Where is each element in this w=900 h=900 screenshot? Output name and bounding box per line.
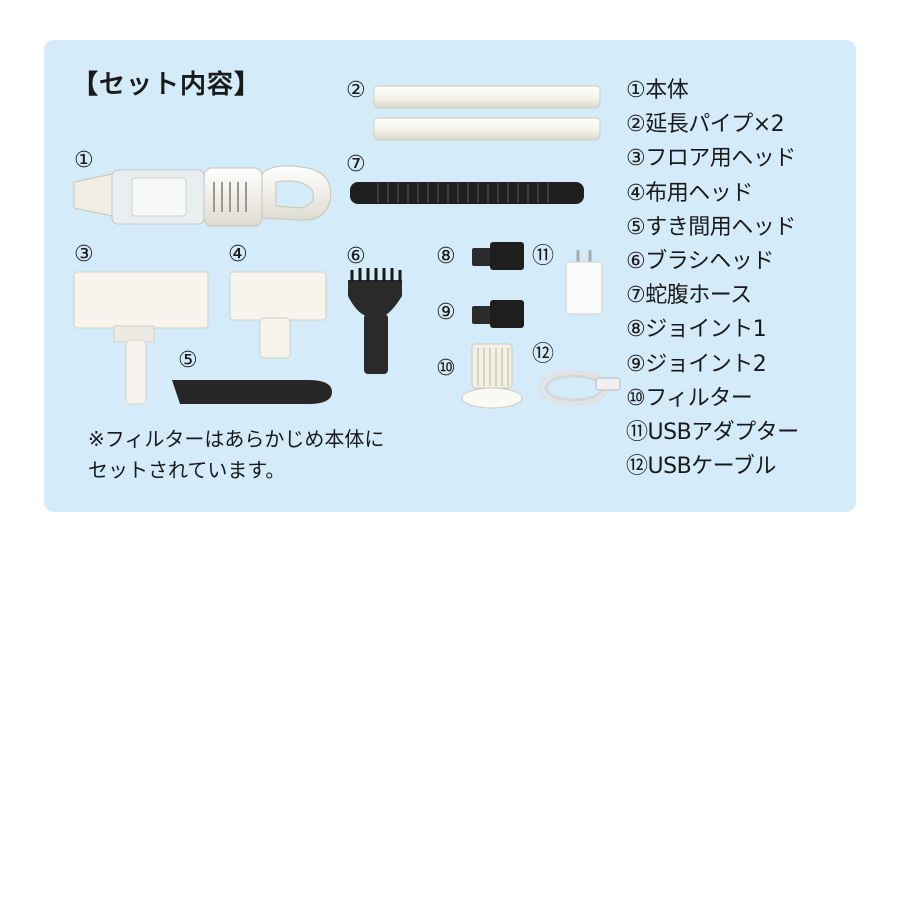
crevice-head-image [172, 380, 332, 404]
marker-5: ⑤ [178, 348, 198, 373]
list-item: ⑧ジョイント1 [626, 317, 767, 343]
list-item: ④布用ヘッド [626, 180, 753, 206]
contents-list: ①本体 ②延長パイプ×2 ③フロア用ヘッド ④布用ヘッド ⑤すき間用ヘッド ⑥ブ… [626, 74, 799, 484]
marker-7: ⑦ [346, 152, 366, 177]
extension-pipes-image [373, 85, 601, 141]
usb-cable-image [538, 370, 621, 406]
list-item: ⑦蛇腹ホース [626, 283, 752, 309]
note-line-1: ※フィルターはあらかじめ本体に [88, 427, 385, 451]
list-item: ⑨ジョイント2 [626, 351, 767, 377]
fabric-head-image [229, 271, 327, 359]
marker-10: ⑩ [436, 356, 456, 381]
main-body-image [73, 165, 332, 227]
marker-8: ⑧ [436, 244, 456, 269]
marker-4: ④ [228, 242, 248, 267]
list-item: ③フロア用ヘッド [626, 146, 796, 172]
list-item: ⑫USBケーブル [626, 454, 776, 480]
note-line-2: セットされています。 [88, 458, 286, 482]
list-item: ①本体 [626, 78, 689, 103]
floor-head-image [73, 271, 209, 405]
brush-head-image [348, 268, 402, 374]
list-item: ⑥ブラシヘッド [626, 249, 774, 275]
list-item: ②延長パイプ×2 [626, 112, 785, 138]
marker-3: ③ [74, 242, 94, 267]
joint-2-image [472, 300, 524, 328]
bellows-hose-image [350, 182, 584, 204]
filter-image [461, 343, 523, 409]
panel-title: 【セット内容】 [72, 70, 262, 100]
marker-2: ② [346, 78, 366, 103]
list-item: ⑤すき間用ヘッド [626, 214, 796, 240]
marker-12: ⑫ [532, 342, 555, 367]
filter-note: ※フィルターはあらかじめ本体に セットされています。 [88, 424, 478, 486]
marker-6: ⑥ [346, 244, 366, 269]
marker-1: ① [74, 148, 94, 173]
list-item: ⑩フィルター [626, 385, 753, 411]
list-item: ⑪USBアダプター [626, 420, 799, 446]
joint-1-image [472, 242, 524, 270]
marker-11: ⑪ [532, 244, 555, 269]
marker-9: ⑨ [436, 300, 456, 325]
usb-adapter-image [565, 250, 603, 315]
